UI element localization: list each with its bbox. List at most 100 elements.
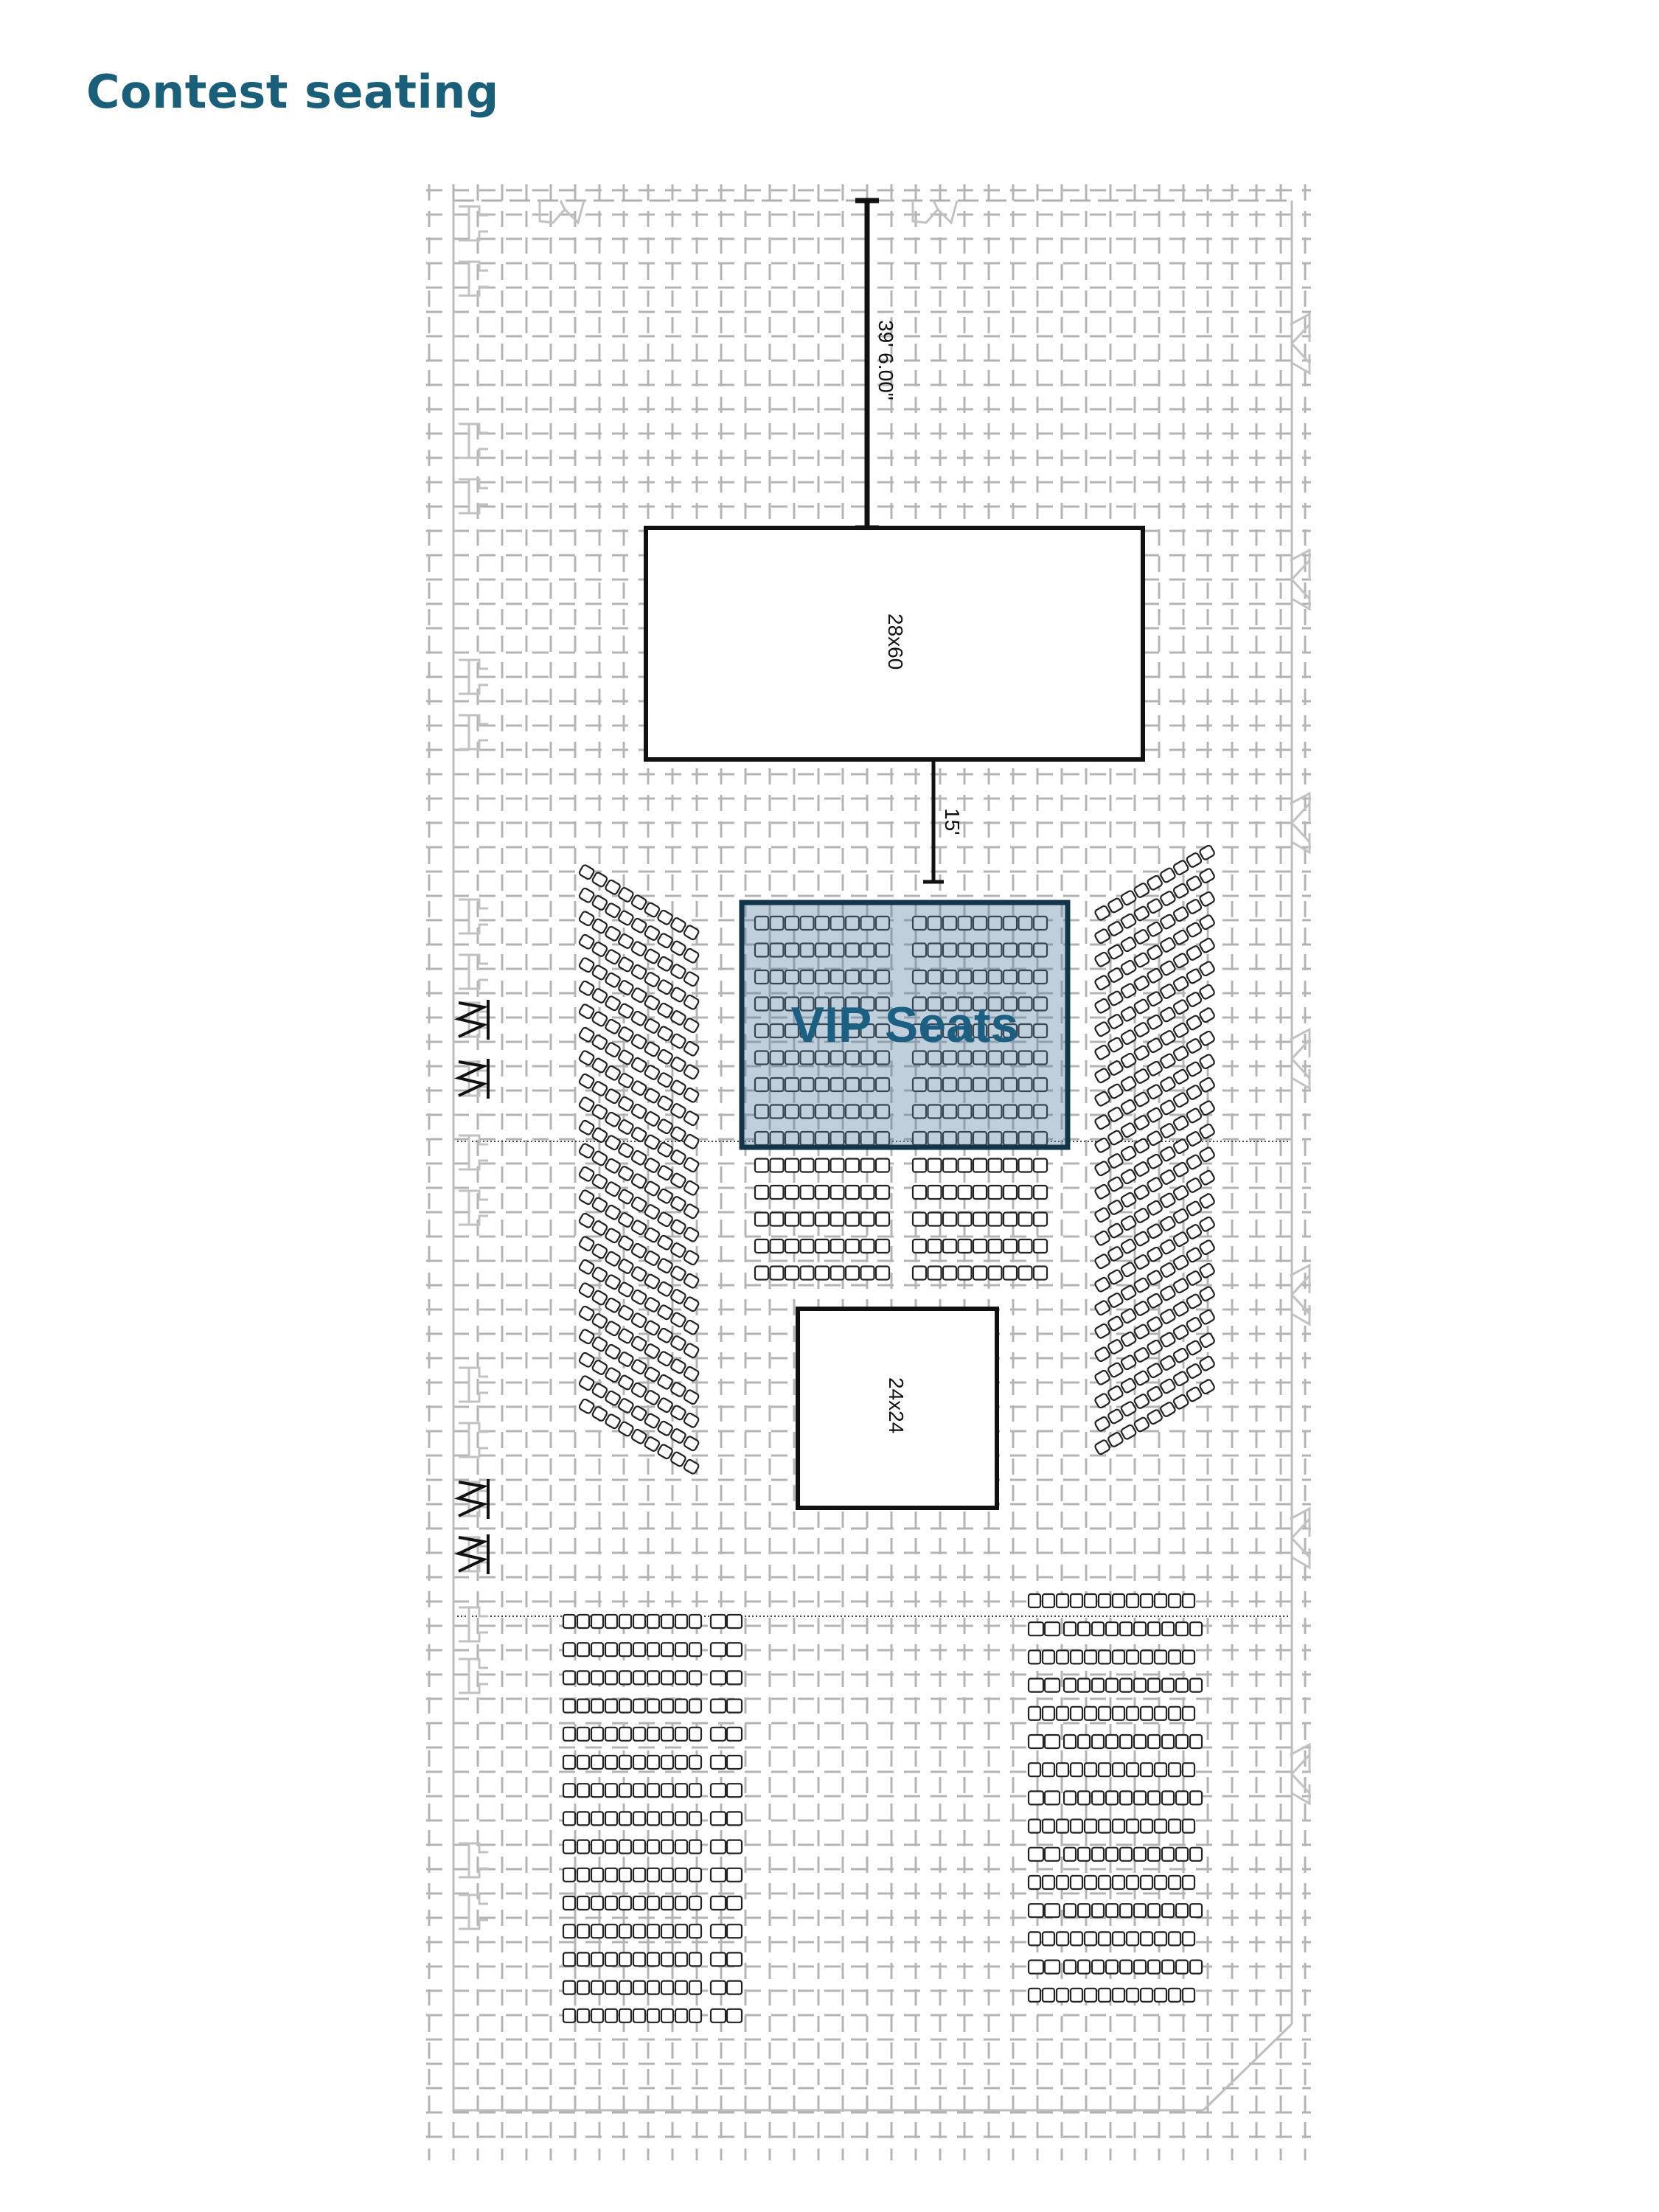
chair [590,1811,605,1826]
chair [927,1184,942,1200]
chair [576,1670,591,1686]
chair [632,1895,647,1911]
chair [591,1313,608,1329]
chair [1120,1052,1137,1068]
chair [1147,1959,1161,1975]
chair [562,1924,577,1939]
chair [630,1405,647,1422]
door-double [453,1534,490,1574]
chair [754,1023,770,1039]
door-icon [459,1366,488,1403]
chair [1172,1068,1189,1085]
chair [1172,975,1189,992]
chair [1107,1339,1124,1354]
door-swing [459,714,488,751]
chair [1107,1362,1124,1378]
chair [709,1726,727,1742]
chair-row-angled [578,887,700,964]
chair [987,1050,1003,1065]
chair [646,1698,661,1714]
chair [1018,969,1033,985]
chair [604,1783,619,1798]
chair-row-angled [1094,868,1215,945]
chair [660,1642,675,1658]
chair [1147,1177,1163,1193]
chair [1069,1593,1084,1609]
chair [657,1281,673,1297]
chair [1120,1308,1137,1324]
chair [709,1839,727,1854]
chair [1160,1192,1176,1208]
chair [618,1754,633,1770]
chair [1094,1369,1110,1385]
chair [1133,1324,1150,1340]
chair [590,1952,605,1967]
chair [1107,1014,1124,1029]
chair [632,1698,647,1714]
chair [1161,1903,1175,1919]
chair [646,1613,661,1630]
chair [1083,1593,1098,1609]
chair [1094,1091,1110,1107]
chair-row-angled [1094,1077,1215,1153]
chair [1133,1254,1150,1270]
chair [683,1064,700,1080]
chair [605,879,621,895]
chair [769,1211,785,1227]
chair [578,1398,595,1414]
chair [644,1343,661,1359]
chair [860,942,875,958]
door-icon [459,1422,488,1458]
chair [1160,1216,1176,1231]
chair [660,1783,675,1798]
chair [1147,1084,1163,1100]
chair [799,942,815,958]
chair [657,1420,673,1436]
chair [657,1351,673,1367]
chair [578,1375,595,1391]
chair [644,902,661,918]
chair [1153,1649,1168,1665]
chair [644,1297,661,1312]
chair [1111,1931,1126,1947]
chair [688,1952,703,1967]
chair [1018,1158,1033,1173]
chair [972,915,988,931]
chair [1120,890,1137,906]
chair [972,996,988,1012]
chair [1161,1959,1175,1975]
chair [1097,1762,1112,1778]
chair-row-angled [578,1004,700,1080]
chair [1147,921,1163,937]
chair-row-angled [1094,1216,1215,1293]
chair [670,1289,686,1304]
chair [726,1698,743,1714]
chair-row-angled [578,911,700,987]
chair [660,1726,675,1742]
chair [632,1867,647,1882]
chair [618,1980,633,1995]
chair [1125,1593,1140,1609]
chair [630,917,647,933]
chair [605,1111,621,1127]
chair [590,1670,605,1686]
chair [1147,1621,1161,1637]
chair [1133,1068,1150,1084]
chair [1077,1959,1091,1975]
chair [683,1436,700,1452]
chair [1133,1231,1150,1247]
chair [830,1238,845,1254]
chair [632,1670,647,1686]
chair [683,1133,700,1150]
chair [1018,1050,1033,1065]
chair [1199,1193,1215,1209]
chair [726,2008,743,2023]
chair [1002,1023,1018,1039]
chair [590,1698,605,1714]
chair [604,1613,619,1630]
chair [1199,961,1215,977]
chair [860,1050,875,1065]
door-icon [459,422,488,459]
chair [618,1026,634,1042]
chair [576,2008,591,2023]
